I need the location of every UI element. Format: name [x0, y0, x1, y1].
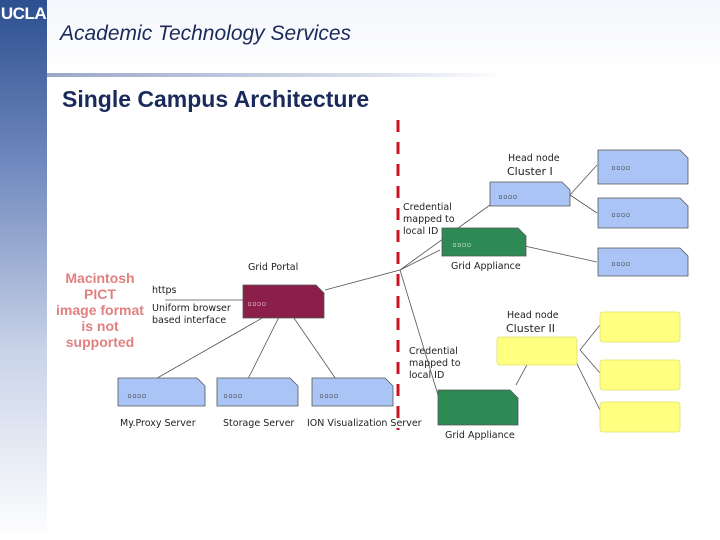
- uniform-interface-line-1: Uniform browser: [152, 303, 231, 314]
- grid-portal-label: Grid Portal: [248, 262, 299, 273]
- line-head2-n1: [579, 324, 601, 351]
- grid-appliance-1: ▫▫▫▫: [441, 227, 527, 257]
- svg-text:▫▫▫▫: ▫▫▫▫: [498, 192, 517, 201]
- line-head1-n1: [569, 164, 598, 196]
- cluster1-node-3: ▫▫▫▫: [597, 247, 689, 277]
- svg-text:▫▫▫▫: ▫▫▫▫: [319, 391, 338, 400]
- line-portal-appliance: [324, 269, 401, 291]
- line-app1-n3: [519, 244, 598, 263]
- line-head2-n2: [579, 349, 601, 374]
- credential-1-line-1: Credential: [403, 202, 452, 213]
- ion-server-node: ▫▫▫▫: [311, 377, 394, 407]
- unsupported-image-notice: Macintosh PICT image format is not suppo…: [52, 270, 148, 350]
- cluster1-head-node: ▫▫▫▫: [489, 181, 571, 207]
- svg-text:▫▫▫▫: ▫▫▫▫: [223, 391, 242, 400]
- svg-text:▫▫▫▫: ▫▫▫▫: [452, 240, 471, 249]
- cluster-1-label: Cluster I: [507, 165, 553, 178]
- line-head1-n2: [569, 194, 598, 214]
- header-background: [47, 0, 720, 75]
- cluster2-node-3: [599, 401, 681, 433]
- cluster1-node-1: ▫▫▫▫: [597, 149, 689, 185]
- page-title: Single Campus Architecture: [62, 86, 370, 112]
- cluster1-nodes: ▫▫▫▫ ▫▫▫▫ ▫▫▫▫: [597, 149, 689, 277]
- cluster-2-label: Cluster II: [506, 322, 556, 335]
- credential-1-line-2: mapped to: [403, 214, 455, 225]
- credential-2-line-2: mapped to: [409, 358, 461, 369]
- myproxy-server-node: ▫▫▫▫: [117, 377, 206, 407]
- line-to-appliance-1: [399, 249, 441, 271]
- storage-server-label: Storage Server: [223, 418, 295, 429]
- ion-server-label: ION Visualization Server: [307, 418, 422, 429]
- credential-1-line-3: local ID: [403, 226, 439, 237]
- sidebar-band: [0, 0, 47, 540]
- organization-title: Academic Technology Services: [60, 22, 352, 45]
- cluster2-node-2: [599, 359, 681, 391]
- head-node-2-label: Head node: [507, 310, 559, 321]
- cluster2-nodes: [599, 311, 681, 433]
- svg-text:▫▫▫▫: ▫▫▫▫: [247, 299, 266, 308]
- ucla-logo: UCLA: [0, 4, 47, 23]
- cluster1-node-2: ▫▫▫▫: [597, 197, 689, 229]
- line-to-appliance-2: [399, 269, 439, 396]
- head-node-1-label: Head node: [508, 153, 560, 164]
- grid-appliance-1-label: Grid Appliance: [451, 261, 521, 272]
- grid-appliance-2: [437, 389, 519, 426]
- svg-text:▫▫▫▫: ▫▫▫▫: [611, 210, 630, 219]
- https-label: https: [152, 285, 177, 296]
- pict-line-1: Macintosh PICT: [65, 270, 135, 302]
- cluster2-node-1: [599, 311, 681, 343]
- pict-line-3: is not supported: [65, 318, 135, 350]
- grid-appliance-2-label: Grid Appliance: [445, 430, 515, 441]
- credential-2-line-1: Credential: [409, 346, 458, 357]
- svg-text:▫▫▫▫: ▫▫▫▫: [127, 391, 146, 400]
- uniform-interface-line-2: based interface: [152, 315, 227, 326]
- pict-line-2: image format: [56, 302, 144, 318]
- header-rule: [47, 73, 507, 77]
- storage-server-node: ▫▫▫▫: [216, 377, 299, 407]
- svg-text:▫▫▫▫: ▫▫▫▫: [611, 163, 630, 172]
- grid-portal-node: ▫▫▫▫: [242, 284, 325, 319]
- svg-text:▫▫▫▫: ▫▫▫▫: [611, 259, 630, 268]
- myproxy-server-label: My.Proxy Server: [120, 418, 196, 429]
- cluster2-head-node: [496, 336, 578, 366]
- credential-2-line-3: local ID: [409, 370, 445, 381]
